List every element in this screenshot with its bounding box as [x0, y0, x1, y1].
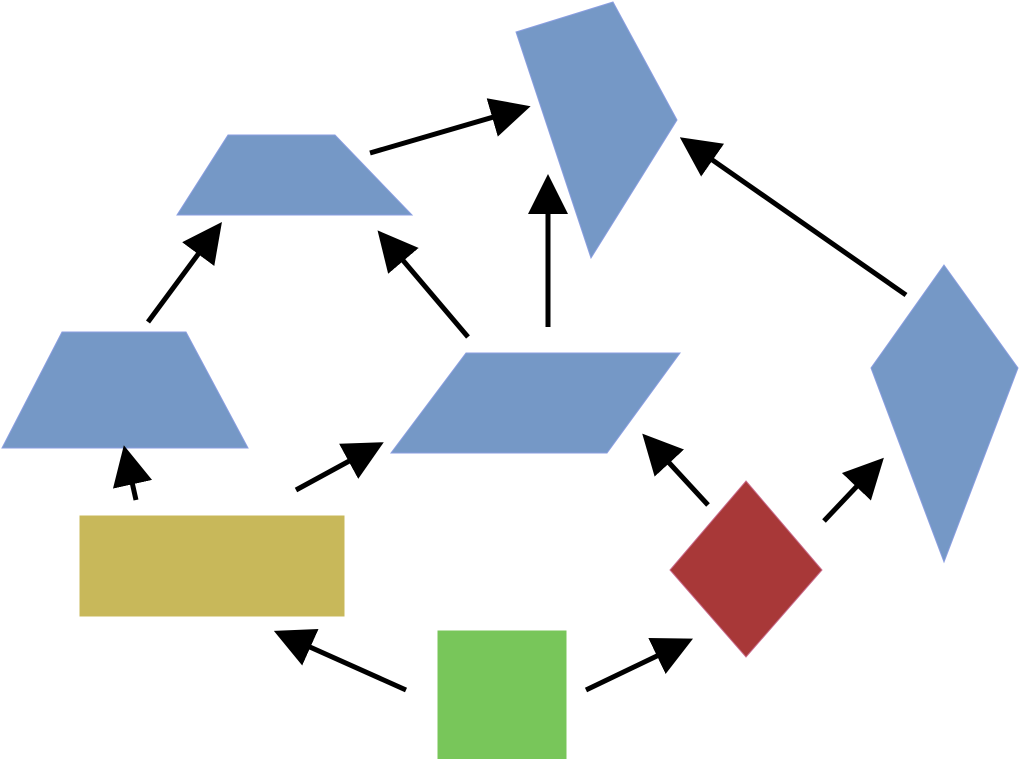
arrow-edge — [584, 637, 694, 693]
rectangle-yellow-node — [79, 515, 345, 617]
diamond-blue-node — [870, 264, 1019, 564]
arrow-edge — [679, 137, 908, 298]
arrow-edge — [369, 98, 531, 156]
diamond-red-node — [669, 480, 823, 658]
parallelogram-node — [390, 352, 681, 454]
arrow-edge — [294, 442, 384, 493]
trapezoid-left-node — [1, 331, 249, 449]
arrow-edge — [377, 230, 470, 339]
square-green-node — [437, 630, 567, 759]
arrow-edge — [822, 457, 884, 523]
trapezoid-top-node — [176, 134, 414, 216]
arrow-edge — [273, 628, 408, 693]
arrow-edge — [112, 445, 153, 501]
pentagon-node — [515, 1, 678, 260]
arrow-edge — [145, 221, 222, 324]
arrow-edge — [642, 433, 710, 507]
